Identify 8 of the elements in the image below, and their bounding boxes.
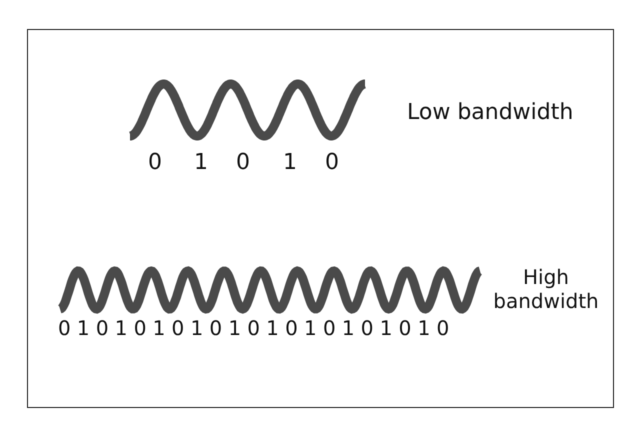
bit-digit: 0 [236,150,250,175]
bit-digit: 0 [325,150,339,175]
bit-digit: 1 [194,150,208,175]
bit-sequence: 010101010101010101010 [58,316,456,340]
bit-digit: 1 [283,150,297,175]
wave-label: Low bandwidth [407,100,574,125]
bit-digit: 0 [148,150,162,175]
wave-label: High bandwidth [492,265,600,313]
